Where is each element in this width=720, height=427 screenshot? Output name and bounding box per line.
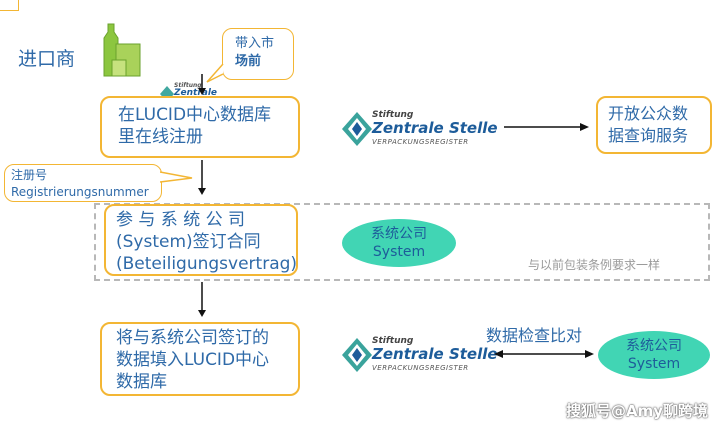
regnum-line-1: 注册号 <box>11 168 48 182</box>
box-public-line-1: 开放公众数 <box>608 104 689 123</box>
double-arrow-data-check <box>494 350 594 358</box>
data-check-label: 数据检查比对 <box>486 326 583 345</box>
importer-label: 进口商 <box>18 48 76 70</box>
box-register-online: 在LUCID中心数据库 里在线注册 <box>100 96 300 158</box>
box-public-line-2: 据查询服务 <box>608 126 689 145</box>
top-fragment <box>0 0 19 11</box>
callout-before-market: 带入市 场前 <box>222 28 294 80</box>
same-as-before-note: 与以前包装条例要求一样 <box>528 258 661 272</box>
arrow-to-public <box>504 123 589 131</box>
regnum-line-2: Registrierungsnummer <box>11 185 149 199</box>
box-public-query: 开放公众数 据查询服务 <box>596 96 712 154</box>
zs-logo-1: Stiftung Zentrale Stelle VERPACKUNGSREGI… <box>342 110 502 148</box>
box-sign-contract: 参 与 系 统 公 司 (System)签订合同 (Beteiligungsve… <box>104 204 298 276</box>
box-register-line-1: 在LUCID中心数据库 <box>118 105 272 125</box>
contract-line-1: 参 与 系 统 公 司 <box>116 210 246 230</box>
dashed-group-same-as-before <box>94 203 710 281</box>
callout-line-2: 场前 <box>235 54 262 69</box>
logo-2-stiftung: Stiftung <box>372 336 414 346</box>
ellipse-1-line-2: System <box>372 244 426 260</box>
ellipse-system-2: 系统公司 System <box>598 331 710 379</box>
watermark: 搜狐号@Amy聊跨境 <box>566 402 709 420</box>
contract-line-3: (Beteiligungsvertrag) <box>116 254 298 274</box>
logo-2-main: Zentrale Stelle <box>372 345 498 363</box>
box-register-line-2: 里在线注册 <box>118 127 203 147</box>
ellipse-2-line-1: 系统公司 <box>626 338 682 354</box>
small-logo-stiftung: Stiftung <box>174 82 202 89</box>
box-fill-data: 将与系统公司签订的 数据填入LUCID中心 数据库 <box>100 322 300 396</box>
arrow-to-register <box>198 74 206 95</box>
fill-line-3: 数据库 <box>116 372 167 392</box>
arrow-to-fill <box>198 282 206 317</box>
logo-1-sub: VERPACKUNGSREGISTER <box>372 138 469 146</box>
ellipse-1-line-1: 系统公司 <box>371 226 427 242</box>
ellipse-system-1: 系统公司 System <box>342 219 456 267</box>
callout-pointer <box>206 63 224 83</box>
callout-line-1: 带入市 <box>235 36 275 51</box>
arrow-to-contract <box>198 160 206 195</box>
fill-line-2: 数据填入LUCID中心 <box>116 350 270 370</box>
logo-1-main: Zentrale Stelle <box>372 119 498 137</box>
bottles-icon <box>103 23 141 77</box>
contract-line-2: (System)签订合同 <box>116 232 261 252</box>
ellipse-2-line-2: System <box>627 356 681 372</box>
zs-logo-2: Stiftung Zentrale Stelle VERPACKUNGSREGI… <box>342 336 502 374</box>
callout-registration-number: 注册号 Registrierungsnummer <box>4 164 162 202</box>
logo-1-stiftung: Stiftung <box>372 110 414 120</box>
logo-2-sub: VERPACKUNGSREGISTER <box>372 364 469 372</box>
fill-line-1: 将与系统公司签订的 <box>116 328 269 348</box>
regnum-pointer <box>160 171 193 183</box>
